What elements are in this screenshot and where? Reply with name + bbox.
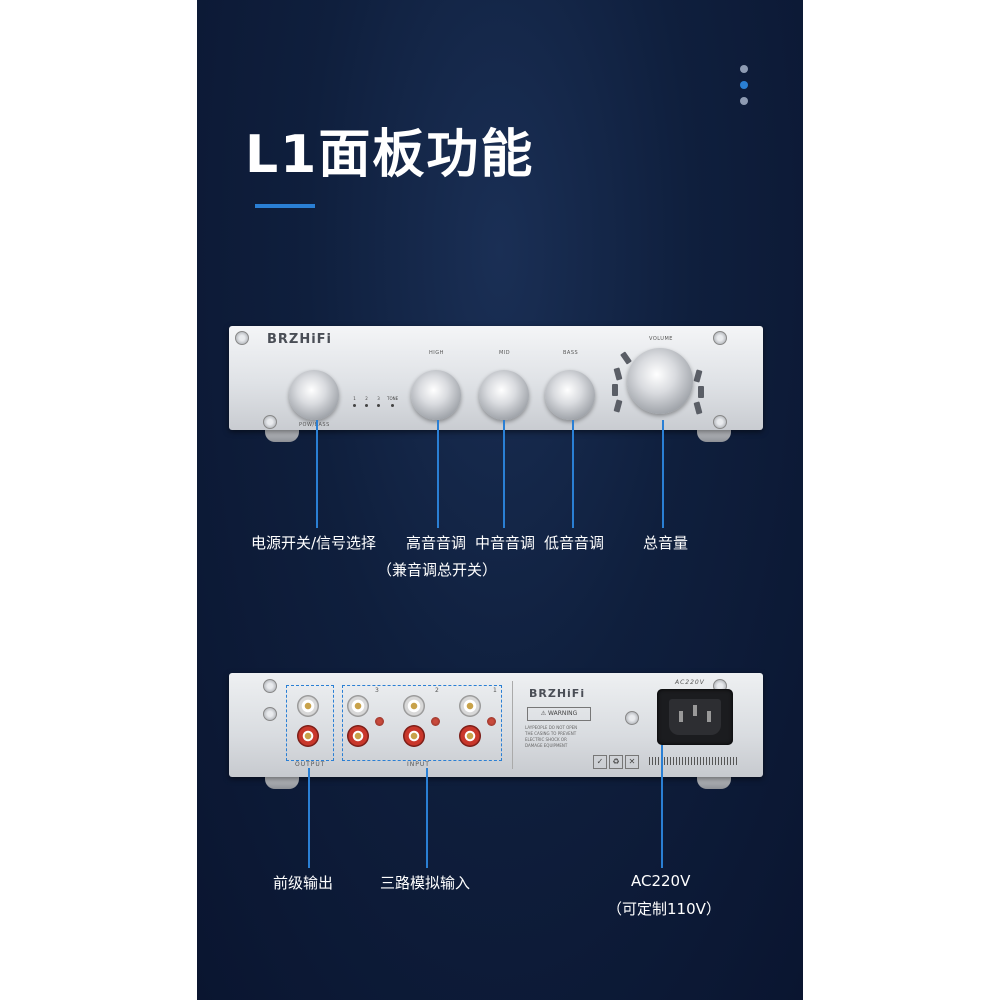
brand-logo: BRZHiFi <box>267 332 333 347</box>
front-panel-image: BRZHiFi POW/BASS 1 2 3 TONE HIGH MID BAS… <box>229 326 763 430</box>
high-knob <box>411 370 461 420</box>
callout-high: 高音音调 <box>406 534 467 552</box>
pagination-dot-active[interactable] <box>740 81 748 89</box>
input-number: 3 <box>375 687 380 694</box>
callout-power: 电源开关/信号选择 <box>251 534 377 552</box>
screw-icon <box>487 717 496 726</box>
leader-line <box>661 745 663 868</box>
bass-label: BASS <box>563 350 579 356</box>
rca-output-left <box>297 695 319 717</box>
input-led: 1 <box>353 396 356 407</box>
divider <box>512 681 513 769</box>
page-title: L1面板功能 <box>245 125 535 185</box>
bin-icon: ✕ <box>625 755 639 769</box>
leader-line <box>426 768 428 868</box>
screw-icon <box>713 415 727 429</box>
rear-panel-image: OUTPUT 3 2 1 INPUT BRZHiFi ⚠ WARNING LAY… <box>229 673 763 777</box>
warning-label: ⚠ WARNING <box>527 707 591 721</box>
screw-icon <box>263 707 277 721</box>
screw-icon <box>263 679 277 693</box>
foot <box>697 775 731 789</box>
volume-meter-segment <box>612 384 618 396</box>
foot <box>697 428 731 442</box>
rca-input-2-left <box>403 695 425 717</box>
input-highlight-box <box>342 685 502 761</box>
rca-input-1-left <box>459 695 481 717</box>
bass-knob <box>545 370 595 420</box>
leader-line <box>316 420 318 528</box>
pagination-dot[interactable] <box>740 65 748 73</box>
input-label: INPUT <box>407 761 430 768</box>
warning-text: LAYPEOPLE DO NOT OPEN THE CASING TO PREV… <box>525 725 578 748</box>
pagination-dot[interactable] <box>740 97 748 105</box>
volume-meter-segment <box>693 369 703 383</box>
rca-input-2-right <box>403 725 425 747</box>
mid-knob <box>479 370 529 420</box>
screw-icon <box>375 717 384 726</box>
rca-input-3-right <box>347 725 369 747</box>
volume-meter-segment <box>698 386 704 398</box>
rca-input-1-right <box>459 725 481 747</box>
pagination-dots <box>740 65 748 113</box>
foot <box>265 775 299 789</box>
foot <box>265 428 299 442</box>
output-label: OUTPUT <box>295 761 326 768</box>
callout-mid: 中音音调 <box>475 534 536 552</box>
volume-meter-segment <box>613 399 623 413</box>
volume-meter-segment <box>613 367 623 381</box>
leader-line <box>572 420 574 528</box>
volume-meter-segment <box>693 401 703 415</box>
leader-line <box>662 420 664 528</box>
input-led: 3 <box>377 396 380 407</box>
input-led: 2 <box>365 396 368 407</box>
product-panel: L1面板功能 BRZHiFi POW/BASS 1 2 3 TONE HIGH … <box>197 0 803 1000</box>
volume-knob <box>627 348 693 414</box>
mid-label: MID <box>499 350 511 356</box>
callout-volume: 总音量 <box>643 534 689 552</box>
callout-tone-note: （兼音调总开关） <box>377 561 498 579</box>
input-number: 2 <box>435 687 440 694</box>
screw-icon <box>263 415 277 429</box>
screw-icon <box>713 331 727 345</box>
screw-icon <box>431 717 440 726</box>
brand-logo-rear: BRZHiFi <box>529 687 586 700</box>
input-led: TONE <box>387 396 398 407</box>
callout-bass: 低音音调 <box>544 534 605 552</box>
title-underline <box>255 204 315 208</box>
check-mark-icon: ✓ <box>593 755 607 769</box>
barcode <box>649 757 739 765</box>
iec-power-socket <box>657 689 733 745</box>
screw-icon <box>235 331 249 345</box>
callout-output: 前级输出 <box>273 874 334 892</box>
rca-output-right <box>297 725 319 747</box>
callout-ac-note: （可定制110V） <box>607 900 721 918</box>
leader-line <box>437 420 439 528</box>
leader-line <box>308 768 310 868</box>
leader-line <box>503 420 505 528</box>
callout-ac: AC220V <box>631 872 691 890</box>
power-knob <box>289 370 339 420</box>
high-label: HIGH <box>429 350 444 356</box>
ac-voltage-label: AC220V <box>675 679 705 686</box>
screw-icon <box>625 711 639 725</box>
power-label: POW/BASS <box>299 422 330 428</box>
callout-inputs: 三路模拟输入 <box>380 874 471 892</box>
input-number: 1 <box>493 687 498 694</box>
volume-meter-segment <box>620 351 632 365</box>
output-highlight-box <box>286 685 334 761</box>
recycle-icon: ♻ <box>609 755 623 769</box>
volume-label: VOLUME <box>649 336 673 342</box>
rca-input-3-left <box>347 695 369 717</box>
